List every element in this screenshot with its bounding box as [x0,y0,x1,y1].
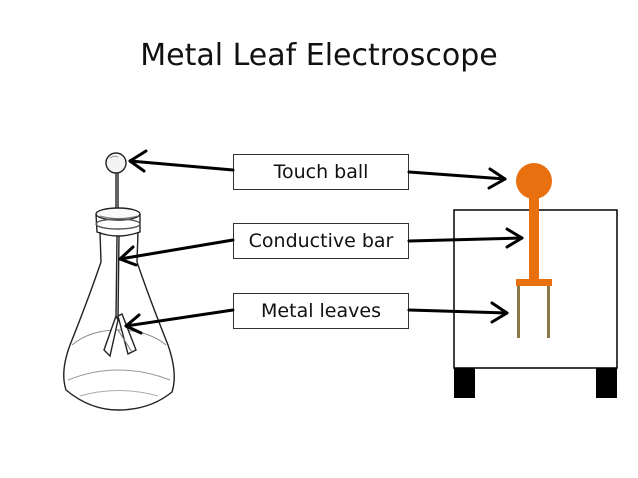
schematic-electroscope [453,163,618,398]
arrow-conductive-bar-left [118,238,235,267]
arrow-conductive-bar-right [407,227,524,249]
schematic-touch-ball [516,163,552,199]
flask-electroscope [63,152,175,411]
label-metal-leaves: Metal leaves [233,293,409,329]
schematic-foot-right [596,368,617,398]
page-title: Metal Leaf Electroscope [140,38,498,73]
label-touch-ball: Touch ball [233,154,409,190]
schematic-leaf-left [517,286,520,338]
arrow-touch-ball-right [407,167,507,190]
arrow-touch-ball-left [128,149,235,173]
arrow-metal-leaves-right [407,301,509,324]
arrow-metal-leaves-left [124,308,235,335]
schematic-leaf-right [547,286,550,338]
schematic-foot-left [454,368,475,398]
pointer-arrows [118,149,524,335]
schematic-crossbar [516,279,552,286]
schematic-conductive-bar [529,195,539,281]
